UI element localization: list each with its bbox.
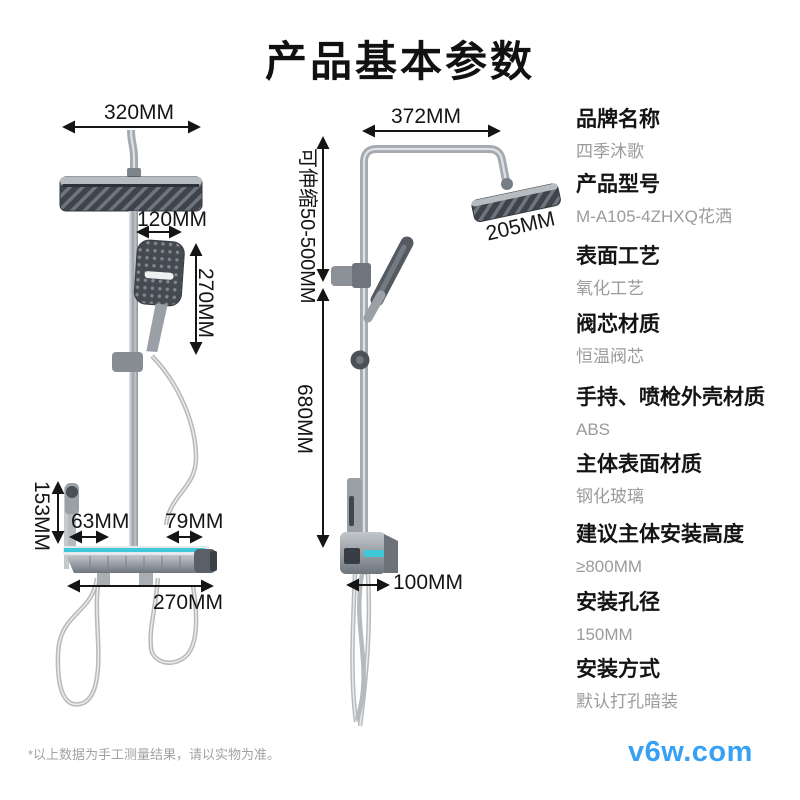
spec-value: M-A105-4ZHXQ花洒 (576, 207, 732, 226)
dim-arm-reach: 372MM (391, 105, 462, 128)
rain-shower-head-side (471, 183, 561, 223)
dim-spray-gun-height: 153MM (30, 481, 53, 552)
dim-body-depth: 100MM (393, 571, 464, 594)
front-view-diagram (51, 120, 217, 707)
spec-label: 表面工艺 (576, 245, 660, 268)
dim-head-width: 320MM (104, 101, 175, 124)
shower-hoses-front (55, 354, 199, 707)
spec-label: 手持、喷枪外壳材质 (576, 386, 765, 409)
hand-shower-holder (112, 352, 143, 372)
spec-item-surface-process: 表面工艺 氧化工艺 (576, 245, 791, 299)
spec-value: 四季沐歌 (576, 142, 644, 161)
page-title: 产品基本参数 (264, 38, 535, 85)
spec-item-install-height: 建议主体安装高度 ≥800MM (576, 523, 791, 577)
footnote: *以上数据为手工测量结果，请以实物为准。 (28, 747, 281, 762)
dim-hand-shower-width: 120MM (137, 208, 208, 231)
spec-item-body-surface: 主体表面材质 钢化玻璃 (576, 453, 791, 507)
main-body-side (340, 478, 398, 574)
spec-value: 恒温阀芯 (576, 347, 644, 366)
spec-value: 150MM (576, 625, 633, 644)
spec-value: 氧化工艺 (576, 279, 644, 298)
spec-item-valve-core: 阀芯材质 恒温阀芯 (576, 313, 791, 367)
spec-label: 建议主体安装高度 (576, 523, 744, 546)
shower-hoses-side (350, 573, 372, 727)
spec-item-shell-material: 手持、喷枪外壳材质 ABS (576, 386, 791, 440)
ball-joint (501, 178, 513, 190)
spec-item-install-method: 安装方式 默认打孔暗装 (576, 658, 791, 712)
hand-shower (133, 239, 185, 353)
dim-pole-height: 680MM (293, 384, 316, 455)
spec-label: 安装孔径 (576, 591, 660, 614)
dim-knob-offset: 79MM (165, 510, 224, 533)
main-body-front (63, 546, 217, 586)
spec-value: ABS (576, 420, 611, 439)
rain-shower-head (59, 176, 203, 212)
dimension-arrows-front (51, 120, 214, 593)
spec-item-hole-diameter: 安装孔径 150MM (576, 591, 791, 645)
spec-label: 安装方式 (576, 658, 660, 681)
spec-label: 产品型号 (576, 173, 660, 196)
dim-telescopic-range: 可伸缩50-500MM (296, 148, 318, 304)
spec-label: 阀芯材质 (576, 313, 660, 336)
riser-pipe-front (129, 211, 138, 548)
spec-item-brand: 品牌名称 四季沐歌 (576, 108, 791, 162)
spec-item-model: 产品型号 M-A105-4ZHXQ花洒 (576, 173, 791, 227)
hand-shower-side (363, 236, 414, 323)
spec-value: 默认打孔暗装 (576, 692, 678, 711)
spec-value: ≥800MM (576, 557, 643, 576)
spec-value: 钢化玻璃 (576, 487, 644, 506)
dim-body-width: 270MM (153, 591, 224, 614)
spec-label: 品牌名称 (576, 108, 660, 131)
watermark: v6w.com (628, 736, 753, 768)
dim-gun-offset: 63MM (71, 510, 130, 533)
side-view-diagram (316, 124, 561, 727)
dimension-arrows-side (316, 124, 501, 592)
spec-label: 主体表面材质 (576, 453, 702, 476)
dim-hand-shower-height: 270MM (194, 268, 217, 339)
